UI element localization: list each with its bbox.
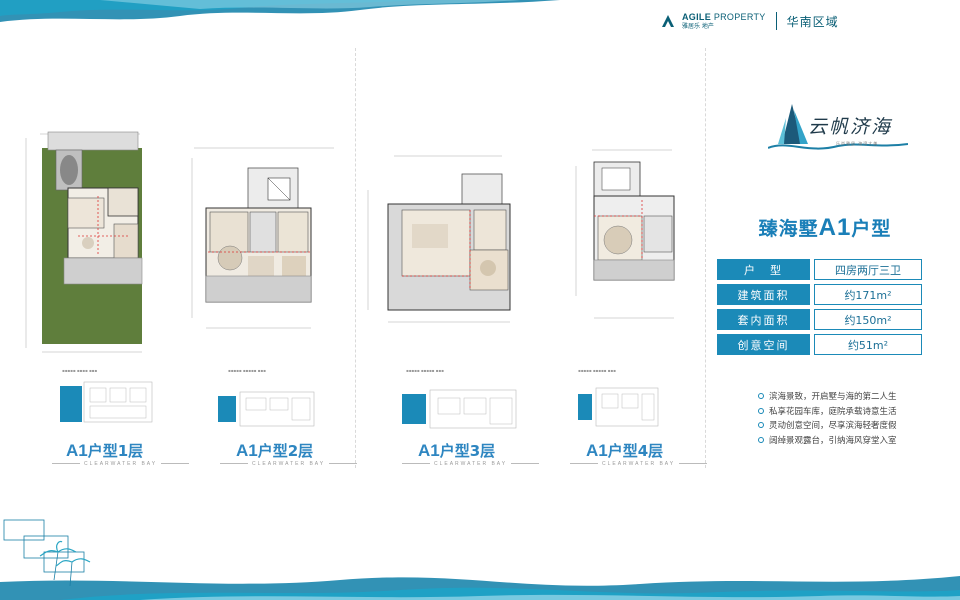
floor-plan-1-label: 户型1层 (87, 442, 144, 460)
spec-row: 套内面积 约150m² (717, 309, 922, 330)
unit-title-prefix: 臻海墅 (758, 218, 819, 240)
spec-key: 创意空间 (717, 334, 810, 355)
feature-text: 阔绰景观露台，引纳海风穿堂入室 (769, 435, 897, 446)
feature-text: 滨海景致，开启墅与海的第二人生 (769, 392, 897, 403)
feature-text: 灵动创意空间，尽享滨海轻奢度假 (769, 421, 897, 432)
brand-name-en-rest: PROPERTY (711, 11, 766, 22)
floor-plan-1 (18, 128, 158, 358)
floor-plan-2-title: A1户型2层 (236, 440, 313, 461)
spec-value: 约150m² (814, 309, 922, 330)
spec-value: 四房两厅三卫 (814, 259, 922, 280)
floor-plan-1-subtitle: CLEARWATER BAY (48, 461, 193, 467)
bullet-icon (758, 436, 764, 443)
floor-plan-3-subtitle: CLEARWATER BAY (398, 461, 543, 467)
floor-plan-2-drawing (191, 147, 334, 329)
unit-title-suffix: 户型 (851, 218, 892, 240)
spec-key: 套内面积 (717, 309, 810, 330)
floor-plan-2-code: A1 (236, 441, 258, 460)
floor-plan-4-subtitle: CLEARWATER BAY (566, 461, 711, 467)
floor-plan-2-key-map (218, 391, 315, 427)
spec-table: 户 型 四房两厅三卫 建筑面积 约171m² 套内面积 约150m² 创意空间 … (717, 259, 922, 359)
floor-plan-2 (188, 138, 338, 338)
floor-plan-2-note: ▪▪▪▪▪ ▪▪▪▪▪ ▪▪▪ (228, 368, 266, 373)
feature-item: 滨海景致，开启墅与海的第二人生 (758, 389, 897, 404)
feature-item: 灵动创意空间，尽享滨海轻奢度假 (758, 418, 897, 433)
column-divider (705, 48, 706, 468)
floor-plan-4-title: A1户型4层 (586, 440, 663, 461)
floor-plan-1-key-map (60, 381, 153, 423)
feature-item: 私享花园车库，庭院承载诗意生活 (758, 404, 897, 419)
bullet-icon (758, 422, 764, 429)
brand-separator (775, 12, 777, 30)
brand-name-cn: 雅居乐 地产 (682, 22, 714, 30)
bullet-icon (758, 393, 764, 400)
bullet-icon (758, 407, 764, 414)
floor-plan-1-code: A1 (66, 441, 88, 460)
unit-title: 臻海墅A1户型 (725, 214, 925, 242)
spec-key: 建筑面积 (717, 284, 810, 305)
floor-plan-3-title: A1户型3层 (418, 440, 495, 461)
floor-plan-1-drawing (25, 131, 143, 353)
floor-plan-4-label: 户型4层 (607, 442, 664, 460)
column-divider (355, 48, 356, 468)
floor-plan-3-key-map (402, 389, 517, 429)
unit-title-code: A1 (818, 214, 852, 241)
spec-row: 建筑面积 约171m² (717, 284, 922, 305)
floor-plan-3-drawing (367, 155, 511, 323)
floor-plan-1-title: A1户型1层 (66, 440, 143, 461)
floor-plan-4-code: A1 (586, 441, 608, 460)
top-wave-decoration (0, 0, 560, 22)
floor-plan-2-label: 户型2层 (257, 442, 314, 460)
project-tagline: 乐尚雅居 海湾大美 (836, 141, 879, 146)
floor-plan-3-code: A1 (418, 441, 440, 460)
agile-logo-icon (662, 15, 674, 27)
spec-value: 约51m² (814, 334, 922, 355)
bottom-wave-decoration (0, 576, 960, 600)
floor-plan-2-subtitle: CLEARWATER BAY (216, 461, 361, 467)
brand-name-en-bold: AGILE (682, 11, 712, 22)
region-label: 华南区域 (786, 14, 839, 29)
spec-value: 约171m² (814, 284, 922, 305)
floor-plan-1-note: ▪▪▪▪▪ ▪▪▪▪ ▪▪▪ (62, 368, 98, 373)
feature-text: 私享花园车库，庭院承载诗意生活 (769, 406, 897, 417)
feature-list: 滨海景致，开启墅与海的第二人生 私享花园车库，庭院承载诗意生活 灵动创意空间，尽… (758, 389, 897, 447)
floor-plan-4-note: ▪▪▪▪▪ ▪▪▪▪▪ ▪▪▪ (578, 368, 616, 373)
feature-item: 阔绰景观露台，引纳海风穿堂入室 (758, 433, 897, 448)
project-logo-text: 云帆济海 (808, 116, 893, 138)
floor-plan-4-key-map (578, 387, 659, 427)
spec-row: 户 型 四房两厅三卫 (717, 259, 922, 280)
floor-plan-3 (362, 150, 532, 330)
floor-plan-3-label: 户型3层 (439, 442, 496, 460)
resort-sketch-illustration (3, 519, 91, 587)
spec-key: 户 型 (717, 259, 810, 280)
sail-logo-icon (768, 104, 908, 150)
brand-header: AGILE PROPERTY 雅居乐 地产 华南区域 (660, 12, 839, 30)
spec-row: 创意空间 约51m² (717, 334, 922, 355)
floor-plan-3-note: ▪▪▪▪▪ ▪▪▪▪▪ ▪▪▪ (406, 368, 444, 373)
floor-plan-4 (572, 146, 692, 326)
floor-plan-4-drawing (575, 149, 675, 319)
brand-name: AGILE PROPERTY 雅居乐 地产 (682, 11, 766, 30)
